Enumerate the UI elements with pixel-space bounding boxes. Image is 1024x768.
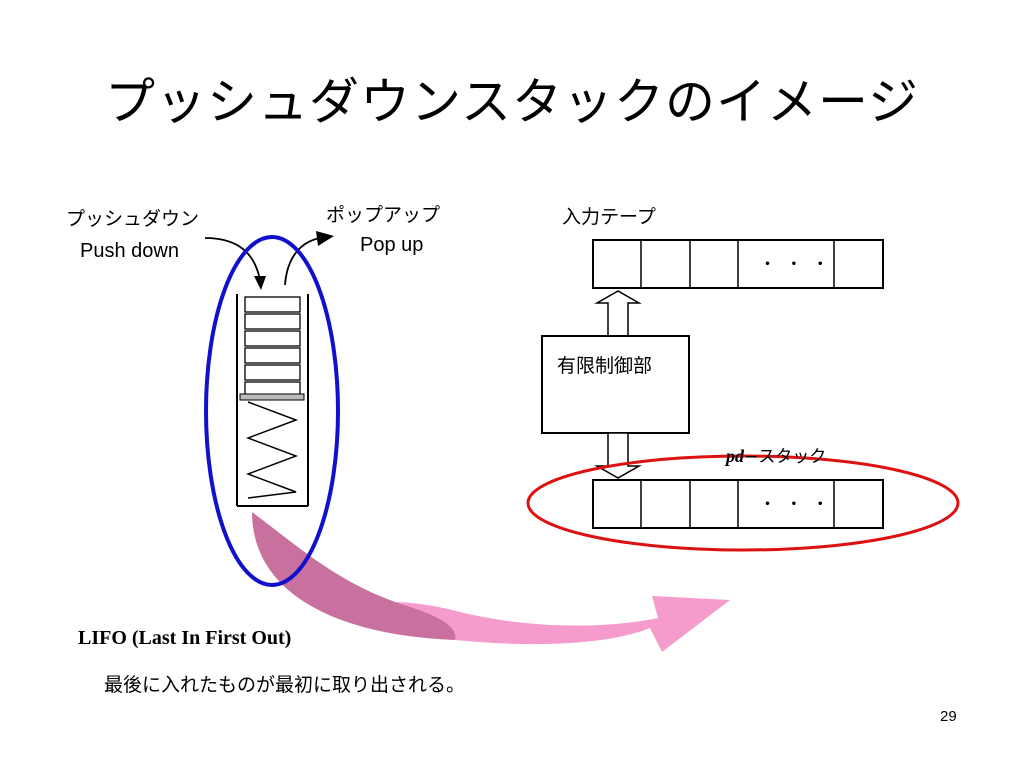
stack-tape: [592, 479, 884, 529]
input-tape: [592, 239, 884, 289]
control-to-stack-arrow: [594, 432, 642, 479]
stack-label-pd: pd: [726, 446, 744, 466]
page-number: 29: [940, 708, 957, 725]
stack-element: [244, 296, 301, 313]
transition-arrow: [252, 512, 730, 652]
pop-arrow: [284, 237, 321, 286]
lifo-explanation: 最後に入れたものが最初に取り出される。: [104, 674, 466, 696]
tape-ellipsis: ・ ・ ・: [759, 255, 831, 275]
pop-label-en: Pop up: [360, 234, 424, 256]
push-label-jp: プッシュダウン: [66, 208, 200, 230]
input-tape-label: 入力テープ: [562, 206, 656, 228]
stack-element: [244, 364, 301, 381]
spring-plate: [239, 393, 305, 401]
stack-highlight-oval: [204, 235, 340, 587]
stack-tape-highlight-oval: [526, 454, 960, 552]
stack-label: pd−スタック: [726, 442, 826, 467]
stack-label-rest: −スタック: [744, 447, 827, 467]
push-label-en: Push down: [80, 240, 179, 262]
pushdown-stack: [236, 294, 309, 507]
lifo-heading: LIFO (Last In First Out): [78, 627, 292, 649]
stack-element: [244, 313, 301, 330]
arrow-dark-part: [252, 512, 458, 640]
push-arrow: [204, 237, 261, 281]
pop-label-jp: ポップアップ: [326, 204, 441, 226]
stack-element: [244, 330, 301, 347]
control-to-tape-arrow: [594, 290, 642, 337]
stack-element: [244, 347, 301, 364]
finite-control-label: 有限制御部: [557, 355, 653, 377]
finite-control-box: [541, 335, 690, 434]
spring: [245, 401, 299, 499]
stack-ellipsis: ・ ・ ・: [759, 495, 831, 515]
arrow-light-part: [395, 596, 730, 652]
page-title: プッシュダウンスタックのイメージ: [105, 73, 919, 131]
